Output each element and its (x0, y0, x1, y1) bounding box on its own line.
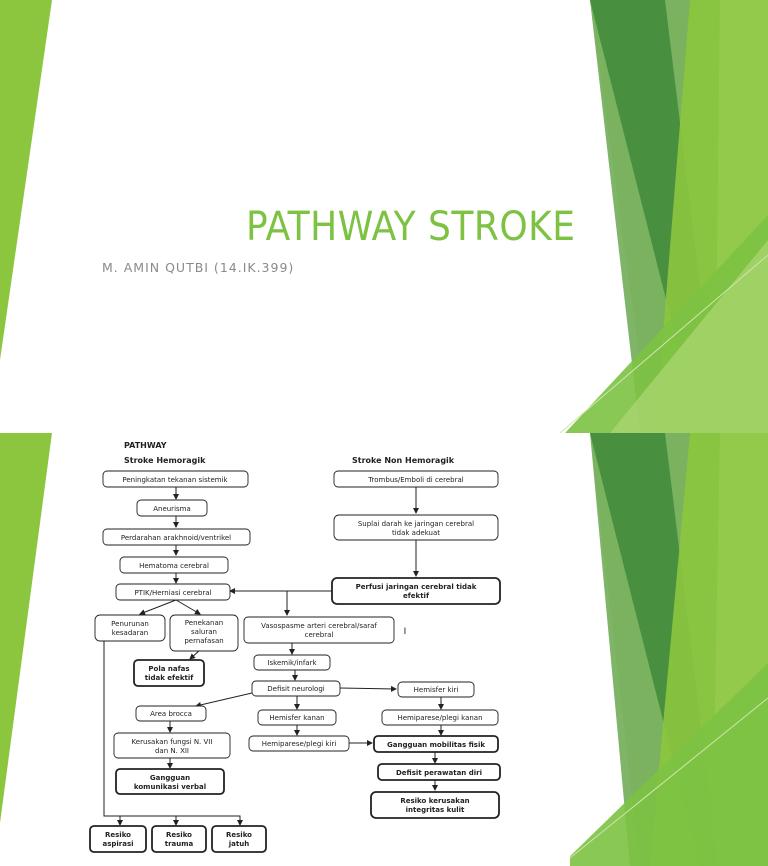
node-penekanan-line3: pernafasan (184, 637, 223, 645)
slide-title: PATHWAY STROKE (246, 204, 576, 250)
node-defisit-neurologi-box (251, 680, 341, 697)
node-resiko-trauma-box (151, 825, 207, 853)
node-hemisfer-kiri: Hemisfer kiri (414, 686, 459, 694)
node-hemiparese-kanan: Hemiparese/plegi kanan (397, 714, 482, 722)
pathway-heading: PATHWAY (124, 441, 167, 450)
left-green-triangle (0, 0, 52, 360)
node-aneurisma: Aneurisma (153, 505, 191, 513)
node-defisit-perawatan-box (377, 763, 501, 781)
node-gangguan-mobilitas-box (373, 735, 499, 753)
node-vasospasme-line2: cerebral (305, 631, 334, 639)
node-perdarahan-box (102, 528, 251, 546)
node-kerusakan-line2: dan N. XII (155, 747, 189, 755)
node-vasospasme-box (243, 616, 395, 644)
node-hemiparese-kiri-box (248, 735, 350, 752)
node-suplai-line1: Suplai darah ke jaringan cerebral (358, 520, 474, 528)
node-aneurisma-box (136, 499, 208, 517)
stray-mark: I (404, 627, 407, 637)
node-hemiparese-kiri: Hemiparese/plegi kiri (262, 740, 337, 748)
node-vasospasme-line1: Vasospasme arteri cerebral/saraf (261, 622, 377, 630)
node-defisit-neurologi: Defisit neurologi (267, 685, 325, 693)
node-pola-box (133, 659, 205, 687)
node-penurunan-box (94, 614, 166, 642)
node-peningkatan: Peningkatan tekanan sistemik (122, 476, 228, 484)
node-resiko-jatuh-box (211, 825, 267, 853)
node-resiko-kerusakan-box (370, 791, 500, 819)
node-iskemik: Iskemik/infark (267, 659, 317, 667)
node-penekanan-box (169, 614, 239, 652)
node-hemisfer-kanan: Hemisfer kanan (269, 714, 324, 722)
node-gangguan-mobilitas: Gangguan mobilitas fisik (387, 741, 485, 749)
connectors (103, 487, 444, 826)
left-branch-title: Stroke Hemoragik (124, 456, 206, 465)
node-hemisfer-kanan-box (257, 709, 337, 726)
node-defisit-perawatan: Defisit perawatan diri (396, 769, 482, 777)
node-kerusakan-line1: Kerusakan fungsi N. VII (132, 738, 213, 746)
node-peningkatan-box (102, 470, 249, 488)
title-slide: PATHWAY STROKE M. AMIN QUTBI (14.IK.399) (0, 0, 768, 433)
right-branch-title: Stroke Non Hemoragik (352, 456, 455, 465)
node-resiko-kerusakan-line1: Resiko kerusakan (400, 797, 469, 805)
node-perdarahan: Perdarahan arakhnoid/ventrikel (121, 534, 231, 542)
node-resiko-aspirasi-line2: aspirasi (102, 840, 133, 848)
right-overlay-triangle-2 (560, 663, 768, 866)
node-trombus: Trombus/Emboli di cerebral (367, 476, 463, 484)
node-pola-line1: Pola nafas (148, 665, 189, 673)
node-area-brocca: Area brocca (150, 710, 192, 718)
node-hemiparese-kanan-box (381, 709, 499, 726)
node-resiko-jatuh-line1: Resiko (226, 831, 252, 839)
node-penurunan-line1: Penurunan (111, 620, 149, 628)
right-thin-line-2 (559, 697, 768, 866)
node-hematoma-box (119, 556, 229, 574)
pathway-diagram: PATHWAY Stroke Hemoragik Stroke Non Hemo… (89, 433, 570, 866)
node-perfusi-box (331, 577, 501, 605)
node-resiko-trauma-line1: Resiko (166, 831, 192, 839)
node-perfusi-line2: efektif (403, 592, 430, 600)
node-pola-line2: tidak efektif (145, 674, 195, 682)
node-area-brocca-box (135, 705, 207, 722)
node-penekanan-line2: saluran (191, 628, 217, 636)
node-hemisfer-kiri-box (397, 681, 475, 698)
node-ptik-box (115, 583, 231, 601)
pathway-slide: PATHWAY Stroke Hemoragik Stroke Non Hemo… (0, 433, 768, 866)
node-trombus-box (333, 470, 499, 488)
node-kerusakan-box (113, 732, 231, 759)
slide1-decoration (0, 0, 768, 433)
node-resiko-trauma-line2: trauma (165, 840, 194, 848)
node-gangguan-kom-line2: komunikasi verbal (134, 783, 206, 791)
node-iskemik-box (253, 654, 331, 671)
node-penurunan-line2: kesadaran (112, 629, 148, 637)
node-gangguan-kom-box (115, 768, 225, 795)
node-resiko-aspirasi-line1: Resiko (105, 831, 131, 839)
node-suplai-box (333, 514, 499, 541)
right-thin-line (559, 254, 768, 433)
node-perfusi-line1: Perfusi jaringan cerebral tidak (356, 583, 477, 591)
node-resiko-jatuh-line2: jatuh (228, 840, 249, 848)
node-resiko-aspirasi-box (89, 825, 147, 853)
slide2-decoration (0, 433, 768, 866)
slide-subtitle: M. AMIN QUTBI (14.IK.399) (102, 260, 295, 275)
node-hematoma: Hematoma cerebral (139, 562, 209, 570)
node-resiko-kerusakan-line2: integritas kulit (406, 806, 465, 814)
node-penekanan-line1: Penekanan (185, 619, 223, 627)
node-gangguan-kom-line1: Gangguan (150, 774, 190, 782)
node-suplai-line2: tidak adekuat (392, 529, 440, 537)
left-green-triangle-2 (0, 433, 52, 823)
node-ptik: PTIK/Herniasi cerebral (134, 589, 211, 597)
